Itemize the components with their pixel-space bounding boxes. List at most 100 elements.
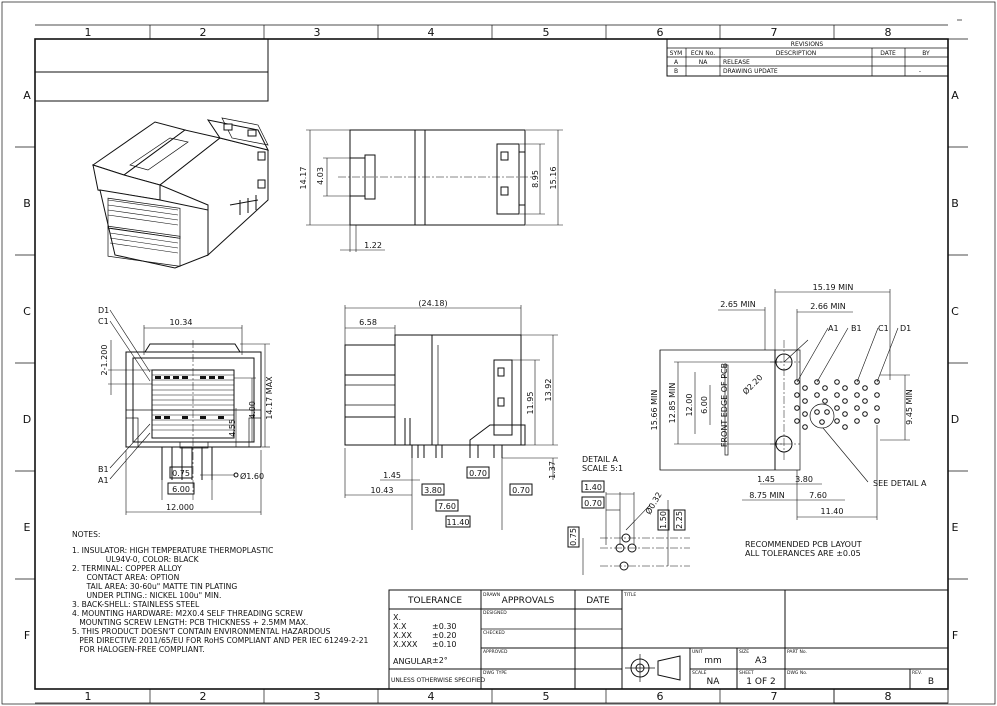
title-block: TOLERANCE APPROVALS DATE DRAWN DESIGNED … xyxy=(388,589,949,690)
detail-dim-c: 1.50 xyxy=(659,511,668,529)
dim-side-b: 11.95 xyxy=(526,392,535,415)
dim-front-pin-span: 6.00 xyxy=(172,485,190,494)
pcb-label-c1: C1 xyxy=(878,324,889,333)
tb-sheet-label: SHEET xyxy=(739,670,754,676)
tb-unit-value: mm xyxy=(704,656,722,666)
tb-tol-xxxx-value: ±0.10 xyxy=(432,640,457,649)
dim-front-h455: 4.55 xyxy=(228,419,237,437)
notes: NOTES: 1. INSULATOR: HIGH TEMPERATURE TH… xyxy=(72,530,369,654)
note-line: 5. THIS PRODUCT DOESN'T CONTAIN ENVIRONM… xyxy=(72,627,331,636)
col-number-top: 7 xyxy=(771,26,778,39)
row-letter-left: D xyxy=(23,413,31,426)
pcb-dim-a: 15.19 MIN xyxy=(813,283,854,292)
pcb-caption-2: ALL TOLERANCES ARE ±0.05 xyxy=(745,549,861,558)
tb-scale-value: NA xyxy=(707,677,721,687)
revisions-header: DATE xyxy=(880,50,896,57)
detail-dim-e: 0.75 xyxy=(569,528,578,546)
revisions-table: REVISIONS SYM ECN No. DESCRIPTION DATE B… xyxy=(666,38,949,77)
row-letter-right: E xyxy=(952,521,959,534)
tb-title: TITLE xyxy=(623,592,636,598)
revision-by: - xyxy=(919,68,921,75)
row-letter-left: A xyxy=(23,89,31,102)
tb-dwgno-label: DWG No. xyxy=(787,670,807,676)
pcb-dim-x4: 7.60 xyxy=(809,491,827,500)
top-view: 14.17 4.03 1.22 8.95 15.16 xyxy=(299,129,563,252)
tb-angular-value: ±2° xyxy=(432,656,448,665)
tb-rev-value: B xyxy=(928,677,934,687)
dim-side-c: 13.92 xyxy=(544,379,553,402)
label-b1: B1 xyxy=(98,465,109,474)
tb-scale-label: SCALE xyxy=(692,670,707,676)
note-line: PER DIRECTIVE 2011/65/EU FOR RoHS COMPLI… xyxy=(72,636,369,645)
dim-front-hole: Ø1.60 xyxy=(240,471,264,481)
col-number-bottom: 6 xyxy=(657,690,664,703)
dim-front-pin: 0.75 xyxy=(172,469,190,478)
dim-front-pitch: 2-1.200 xyxy=(100,345,109,376)
col-number-bottom: 1 xyxy=(85,690,92,703)
dim-side-f: 10.43 xyxy=(371,486,394,495)
row-letter-left: C xyxy=(23,305,31,318)
row-letter-left: B xyxy=(23,197,31,210)
revision-desc: DRAWING UPDATE xyxy=(723,68,778,75)
dim-top-height: 14.17 xyxy=(299,167,308,190)
detail-a: DETAIL A SCALE 5:1 1.40 0.70 Ø0.32 1.50 … xyxy=(567,455,690,575)
front-view: 10.34 2-1.200 4.00 14.17 MAX 4.55 0.75 6… xyxy=(98,306,274,515)
dim-side-i: 0.70 xyxy=(512,486,530,495)
col-number-top: 6 xyxy=(657,26,664,39)
note-line: 3. BACK-SHELL: STAINLESS STEEL xyxy=(72,600,200,609)
dim-side-k: 11.40 xyxy=(447,518,470,527)
pcb-label-d1: D1 xyxy=(900,324,911,333)
tb-drawn: DRAWN xyxy=(483,592,500,598)
pcb-caption-1: RECOMMENDED PCB LAYOUT xyxy=(745,540,862,549)
tb-tolerance: TOLERANCE xyxy=(407,596,462,606)
row-letter-left: E xyxy=(24,521,31,534)
pcb-dim-x5: 11.40 xyxy=(821,507,844,516)
tb-checked: CHECKED xyxy=(483,630,505,636)
top-left-box xyxy=(34,38,269,102)
detail-dim-d: 2.25 xyxy=(675,511,684,529)
note-line: 2. TERMINAL: COPPER ALLOY xyxy=(72,564,182,573)
pcb-dim-h4: 6.00 xyxy=(700,396,709,414)
note-line: UNDER PLTING.: NICKEL 100u" MIN. xyxy=(72,591,221,600)
notes-title: NOTES: xyxy=(72,530,100,539)
col-number-top: 2 xyxy=(200,26,207,39)
note-line: UL94V-0, COLOR: BLACK xyxy=(72,555,200,564)
revisions-header: ECN No. xyxy=(691,50,715,57)
tb-designed: DESIGNED xyxy=(483,610,507,616)
pcb-see-detail: SEE DETAIL A xyxy=(873,479,927,488)
tb-tol-xxx: X.XX xyxy=(393,631,413,640)
dim-side-g: 3.80 xyxy=(424,486,442,495)
isometric-view xyxy=(91,117,269,269)
dim-side-j: 7.60 xyxy=(438,502,456,511)
dim-top-shell: 8.95 xyxy=(531,170,540,188)
tb-unit-label: UNIT xyxy=(692,649,703,655)
col-number-bottom: 2 xyxy=(200,690,207,703)
row-letter-right: F xyxy=(952,629,958,642)
tb-sheet-value: 1 OF 2 xyxy=(746,677,775,687)
note-line: TAIL AREA: 30-60u" MATTE TIN PLATING xyxy=(72,582,237,591)
dim-front-base: 12.000 xyxy=(166,503,194,512)
pcb-dim-b: 2.65 MIN xyxy=(720,300,756,309)
label-a1: A1 xyxy=(98,476,109,485)
detail-a-scale: SCALE 5:1 xyxy=(582,464,623,473)
pcb-label-b1: B1 xyxy=(851,324,862,333)
pcb-dim-h1: 15.66 MIN xyxy=(650,390,659,431)
dim-side-d: 1.37 xyxy=(548,461,557,479)
side-view: (24.18) 6.58 11.95 13.92 1.37 1.45 10.43… xyxy=(344,299,558,530)
dim-side-total: (24.18) xyxy=(418,299,447,308)
col-number-bottom: 7 xyxy=(771,690,778,703)
tb-rev-label: REV. xyxy=(912,670,922,676)
revision-sym: B xyxy=(674,68,678,75)
pcb-dim-x1: 1.45 xyxy=(757,475,775,484)
label-c1: C1 xyxy=(98,317,109,326)
tb-date: DATE xyxy=(586,596,610,606)
dim-front-h4: 4.00 xyxy=(248,401,257,419)
detail-a-title: DETAIL A xyxy=(582,455,618,464)
revision-sym: A xyxy=(674,59,679,66)
row-letter-left: F xyxy=(24,629,30,642)
pcb-dim-h5: 9.45 MIN xyxy=(905,389,914,425)
note-line: MOUNTING SCREW LENGTH: PCB THICKNESS + 2… xyxy=(72,618,308,627)
col-number-top: 3 xyxy=(314,26,321,39)
tb-approved: APPROVED xyxy=(483,649,508,655)
